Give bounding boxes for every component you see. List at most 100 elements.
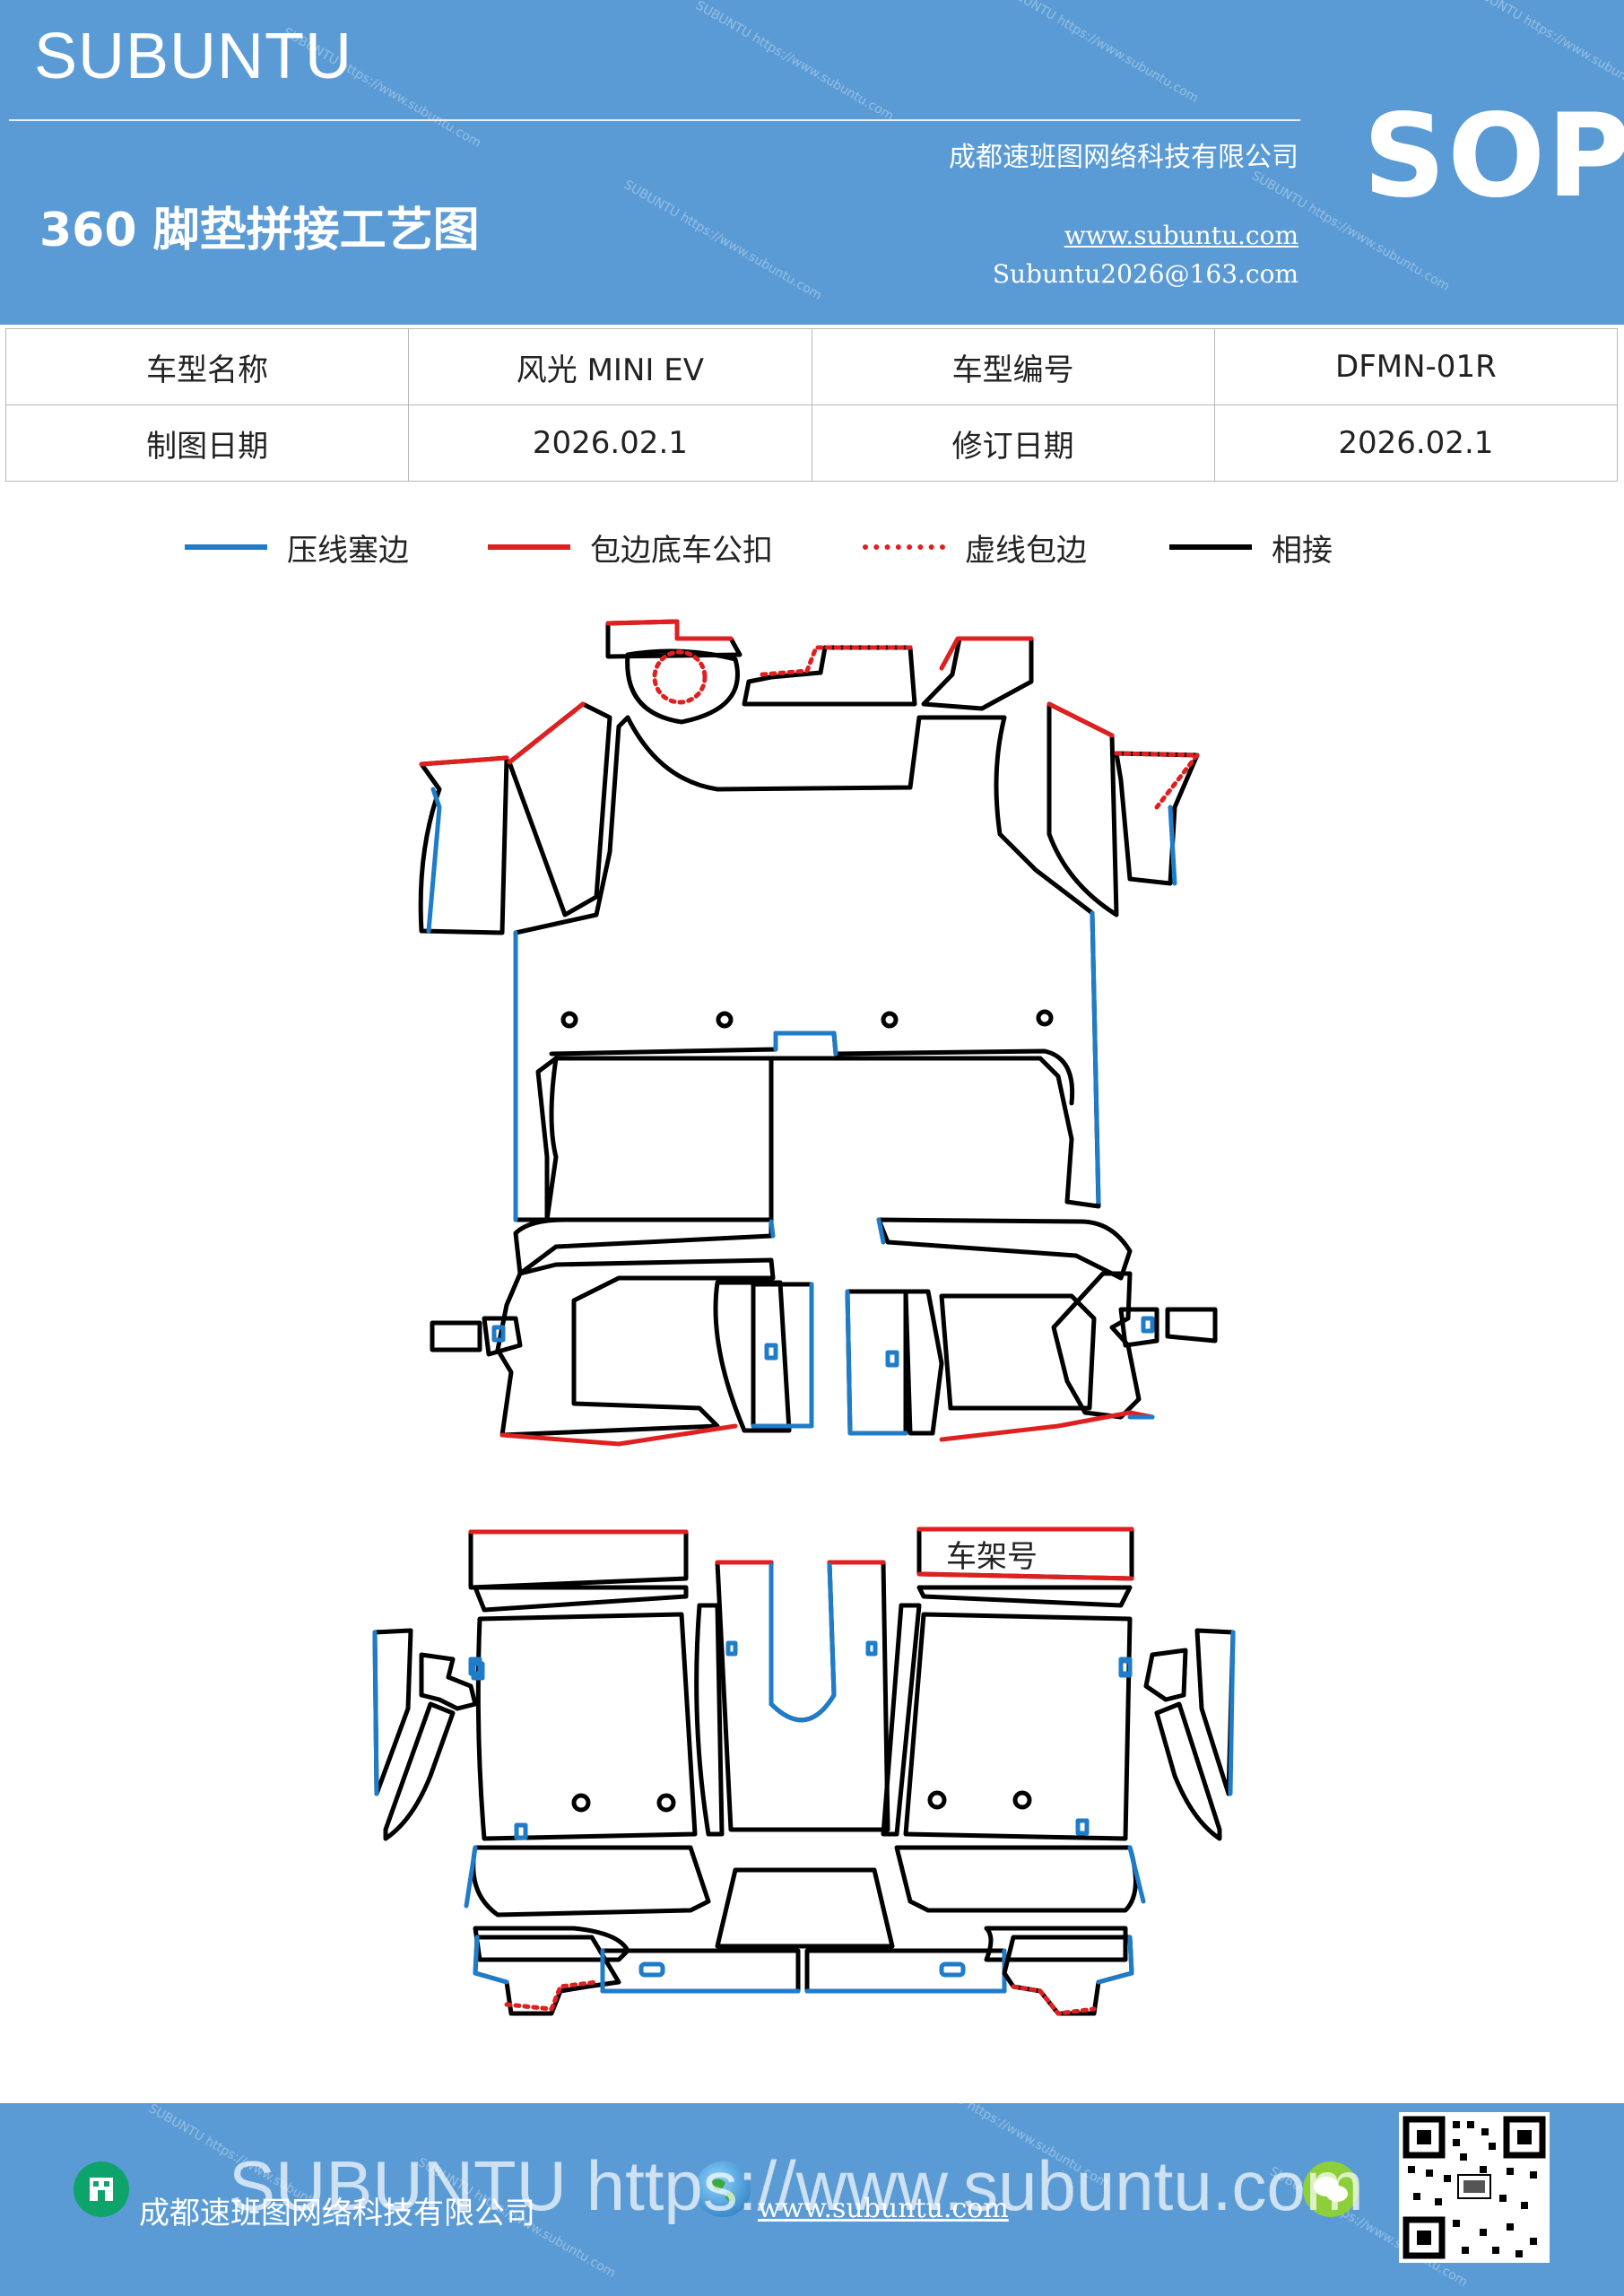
bottom-mat-center-right (804, 1948, 1007, 1994)
seam-line (544, 1056, 774, 1222)
pressed-edge (372, 1630, 379, 1796)
fixing-hole (656, 1793, 676, 1813)
pressed-edge (464, 1845, 478, 1909)
dotted-wrap-edge (652, 649, 708, 705)
clip-slot (471, 1661, 485, 1681)
mat-tab (1143, 1648, 1188, 1702)
wrapped-edge (605, 619, 734, 641)
pressed-edge (751, 1282, 814, 1429)
wrapped-edge (499, 1423, 738, 1447)
table-cell: 制图日期 (4, 404, 410, 482)
clip-slot (885, 1350, 899, 1368)
side-mat-left-inner (507, 701, 612, 918)
pressed-edge (1168, 804, 1177, 886)
mat-piece (894, 1845, 1138, 1913)
company-name: 成都速班图网络科技有限公司 (949, 142, 1298, 173)
center-tunnel-mat (715, 1560, 890, 1832)
mat-piece (742, 645, 917, 707)
mat-strip (473, 1585, 689, 1613)
legend-swatch (1169, 544, 1252, 550)
table-cell: 2026.02.1 (408, 404, 812, 482)
legend: 压线塞边 包边底车公扣 虚线包边 相接 (0, 525, 1624, 570)
rear-mat-group (372, 1526, 1236, 2016)
dotted-wrap-edge (1011, 1984, 1097, 2016)
pressed-edge (426, 787, 442, 934)
table-cell: 车型编号 (811, 328, 1215, 405)
legend-swatch (488, 544, 570, 550)
legend-label: 相接 (1272, 532, 1333, 569)
pressed-edge (876, 1217, 886, 1245)
legend-label: 压线塞边 (287, 532, 409, 569)
wechat-icon (1303, 2161, 1359, 2217)
header-divider (9, 119, 1300, 121)
pressed-edge (845, 1289, 908, 1436)
legend-swatch (863, 544, 945, 550)
table-cell: DFMN-01R (1213, 328, 1619, 405)
mat-strip (473, 1926, 630, 1962)
mat-strip (694, 1603, 725, 1837)
globe-icon (695, 2161, 751, 2217)
mat-tab (419, 1652, 478, 1711)
mat-piece-right (939, 1293, 1097, 1411)
clip-slot (725, 1640, 738, 1657)
vehicle-info-table: 车型名称 风光 MINI EV 车型编号 DFMN-01R 制图日期 2026.… (4, 328, 1619, 482)
side-mat-right-inner (1046, 701, 1119, 918)
bottom-mat-right (1002, 1935, 1134, 2016)
wrapped-edge (1046, 701, 1115, 738)
header-banner: SUBUNTU https://www.subuntu.com SUBUNTU … (0, 0, 1624, 325)
mat-piece (713, 1280, 792, 1433)
mat-piece (1154, 1701, 1222, 1841)
mat-strip (984, 1926, 1128, 1962)
clip-slot (638, 1961, 665, 1978)
clip-slot (514, 1822, 528, 1840)
fixing-hole (560, 1011, 578, 1029)
wrapped-edge (939, 636, 1034, 671)
footer-overlay-text: SUBUNTU https://www.subuntu.com (229, 2146, 1364, 2225)
bottom-mat-left (473, 1935, 621, 2016)
email-address: Subuntu2026@163.com (992, 259, 1298, 289)
mat-piece (513, 1217, 774, 1276)
building-icon (74, 2161, 129, 2217)
pressed-edge (769, 1219, 776, 1239)
legend-item: 相接 (1169, 525, 1333, 570)
page-title: 360 脚垫拼接工艺图 (39, 204, 480, 257)
bottom-mat-center-left (600, 1948, 801, 1994)
fixing-hole (716, 1011, 734, 1029)
middle-mat-group (430, 1217, 1218, 1447)
pressed-edge (473, 1935, 509, 1985)
website-link[interactable]: www.subuntu.com (1064, 221, 1298, 250)
clip-slot (1075, 1818, 1090, 1836)
rear-mat-left (475, 1612, 698, 1841)
fixing-hole (881, 1011, 899, 1029)
floor-mat-diagram: 车架号 (372, 619, 1236, 2016)
legend-item: 虚线包边 (863, 525, 1087, 570)
mat-tab (482, 1316, 523, 1357)
table-row: 车型名称 风光 MINI EV 车型编号 DFMN-01R (4, 328, 1619, 405)
sop-badge: SOP (1363, 90, 1624, 223)
clip-slot (1118, 1658, 1133, 1678)
table-cell: 车型名称 (4, 328, 410, 405)
legend-label: 虚线包边 (965, 532, 1087, 569)
legend-item: 压线塞边 (185, 525, 409, 570)
fixing-hole (1012, 1790, 1032, 1810)
clip-slot (764, 1343, 778, 1361)
brand-name: SUBUNTU (34, 21, 353, 92)
fixing-hole (1036, 1009, 1054, 1027)
footer-website-link[interactable]: www.subuntu.com (758, 2193, 1009, 2224)
mat-piece-left (495, 1257, 776, 1438)
pressed-edge (773, 1031, 838, 1057)
mat-strip (916, 1585, 1133, 1608)
footer-company: 成都速班图网络科技有限公司 (139, 2196, 535, 2231)
mat-piece (471, 1845, 711, 1918)
fixing-hole (927, 1790, 947, 1810)
clip-slot (865, 1640, 878, 1657)
mat-tab (1118, 1307, 1159, 1348)
wrapped-edge (916, 1571, 1134, 1581)
front-floor-mat (513, 715, 1101, 1222)
table-cell: 修订日期 (811, 404, 1215, 482)
frame-number-label: 车架号 (946, 1539, 1038, 1575)
pressed-edge (600, 1948, 801, 1994)
table-cell: 2026.02.1 (1213, 404, 1619, 482)
legend-item: 包边底车公扣 (488, 525, 773, 570)
wrapped-edge (419, 755, 509, 767)
